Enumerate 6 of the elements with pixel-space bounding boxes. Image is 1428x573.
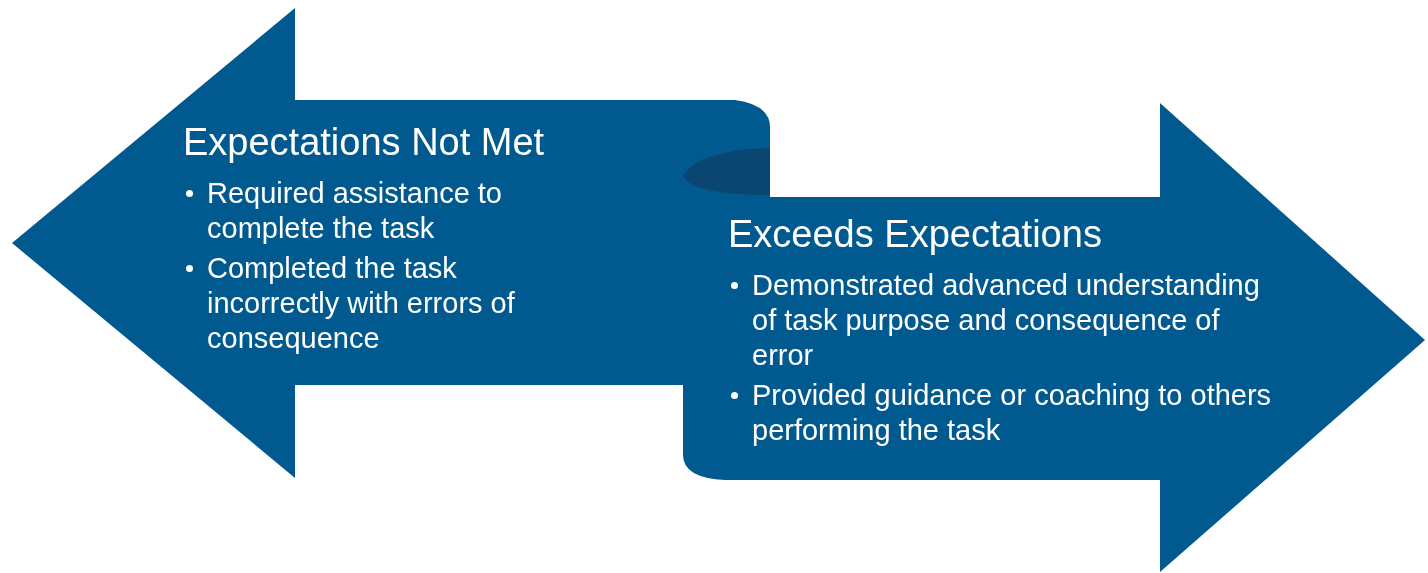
bullet-point: Provided guidance or coaching to others performing the task [728, 378, 1273, 448]
bullet-point: Demonstrated advanced understanding of task purpose and consequence of error [728, 268, 1273, 373]
heading: Exceeds Expectations [728, 212, 1102, 256]
bullet-point: Completed the task incorrectly with errors of consequence [183, 251, 578, 356]
bullet-point: Required assistance to complete the task [183, 176, 578, 246]
heading: Expectations Not Met [183, 120, 545, 164]
